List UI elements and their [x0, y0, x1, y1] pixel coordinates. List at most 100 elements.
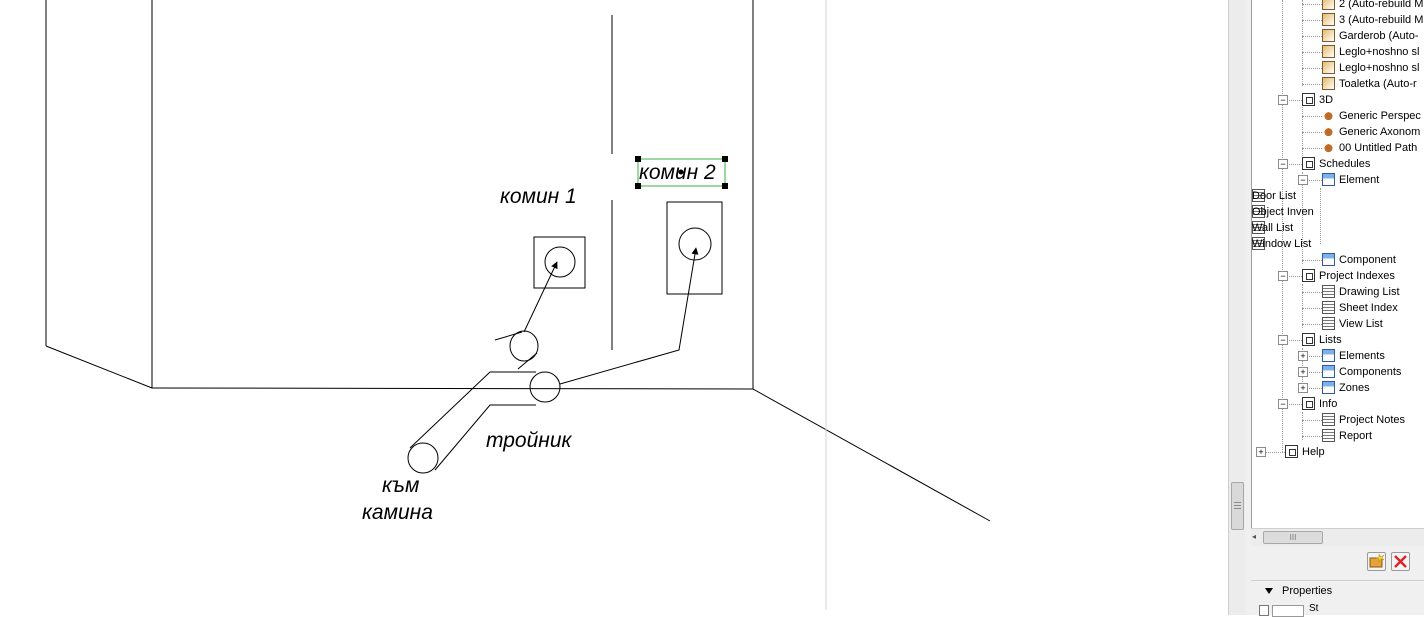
checkbox-icon[interactable]	[1259, 605, 1269, 616]
tree-item[interactable]: Generic Axonom	[1252, 124, 1424, 140]
tree-item-label: Help	[1302, 446, 1325, 458]
chimney-1-box	[533, 236, 586, 289]
tee-branch-upper	[494, 331, 523, 341]
label-komin-1[interactable]: комин 1	[500, 185, 577, 208]
tree-item[interactable]: +Zones	[1252, 380, 1424, 396]
tree-item[interactable]: Leglo+noshno sl	[1252, 44, 1424, 60]
tree-item-label: Report	[1339, 430, 1373, 442]
tree-item[interactable]: Sheet Index	[1252, 300, 1424, 316]
canvas-vertical-scrollbar[interactable]	[1228, 0, 1245, 615]
info-folder-icon	[1302, 397, 1315, 410]
section-view-icon	[1322, 61, 1335, 74]
selection-handle	[635, 156, 641, 162]
horizontal-scroll-thumb[interactable]: III	[1263, 531, 1323, 544]
expand-icon[interactable]: +	[1298, 383, 1308, 393]
collapse-icon[interactable]: −	[1278, 95, 1288, 105]
list-grid-icon	[1252, 237, 1265, 250]
floor-left-diagonal	[45, 345, 153, 389]
project-indexes-icon	[1302, 269, 1315, 282]
tree-item-label: Door List	[1252, 190, 1297, 202]
schedules-icon	[1302, 157, 1315, 170]
tree-item-label: Drawing List	[1339, 286, 1400, 298]
section-view-icon	[1322, 45, 1335, 58]
navigator-panel: 2 (Auto-rebuild M 3 (Auto-rebuild M Garder…	[1245, 0, 1424, 617]
tree-item[interactable]: Window List	[1252, 236, 1424, 252]
sheet-index-icon	[1322, 301, 1335, 314]
collapse-icon[interactable]: −	[1278, 335, 1288, 345]
tree-item[interactable]: Generic Perspec	[1252, 108, 1424, 124]
floor-right-diagonal	[752, 388, 991, 522]
tree-item[interactable]: Report	[1252, 428, 1424, 444]
section-view-icon	[1322, 0, 1335, 10]
expand-icon[interactable]: +	[1256, 447, 1266, 457]
scroll-left-arrow-icon[interactable]: ◂	[1252, 532, 1257, 541]
tee-branch-end	[509, 330, 539, 362]
selection-handle	[635, 183, 641, 189]
tree-item[interactable]: + Help	[1252, 444, 1424, 460]
tree-item-label: Project Indexes	[1319, 270, 1395, 282]
arrow-to-chimney-1	[523, 261, 558, 333]
label-kam-line1[interactable]: към	[382, 474, 420, 497]
tree-item-label: Wall List	[1252, 222, 1294, 234]
selection-handle	[722, 156, 728, 162]
tree-item-label: Component	[1339, 254, 1396, 266]
tree-item[interactable]: Drawing List	[1252, 284, 1424, 300]
tree-item[interactable]: −Lists	[1252, 332, 1424, 348]
tree-item-label: Leglo+noshno sl	[1339, 62, 1420, 74]
tree-item[interactable]: −Info	[1252, 396, 1424, 412]
drawing-list-icon	[1322, 285, 1335, 298]
folder-3d-icon	[1302, 93, 1315, 106]
navigator-tree[interactable]: 2 (Auto-rebuild M 3 (Auto-rebuild M Garder…	[1251, 0, 1424, 528]
label-kam-line2[interactable]: камина	[362, 501, 433, 524]
expand-icon[interactable]: +	[1298, 351, 1308, 361]
tee-pipe-upper-edge	[409, 371, 536, 449]
collapse-icon[interactable]: −	[1278, 399, 1288, 409]
delete-button[interactable]	[1391, 552, 1410, 571]
tree-item[interactable]: Garderob (Auto-	[1252, 28, 1424, 44]
tree-item-label: Sheet Index	[1339, 302, 1398, 314]
tree-item-label: 3 (Auto-rebuild M	[1339, 14, 1424, 26]
new-item-button[interactable]	[1367, 552, 1386, 571]
tree-item[interactable]: − Project Indexes	[1252, 268, 1424, 284]
collapse-icon[interactable]: −	[1298, 175, 1308, 185]
properties-header[interactable]: Properties	[1251, 580, 1424, 601]
tree-item[interactable]: +Elements	[1252, 348, 1424, 364]
tree-item[interactable]: −3D	[1252, 92, 1424, 108]
tree-item-label: View List	[1339, 318, 1383, 330]
tree-item[interactable]: Leglo+noshno sl	[1252, 60, 1424, 76]
tree-item[interactable]: Wall List	[1252, 220, 1424, 236]
elements-list-icon	[1322, 349, 1335, 362]
label-komin-2[interactable]: комин 2	[639, 161, 716, 184]
tree-item[interactable]: Component	[1252, 252, 1424, 268]
tree-item[interactable]: View List	[1252, 316, 1424, 332]
list-grid-icon	[1252, 205, 1265, 218]
lists-icon	[1302, 333, 1315, 346]
collapse-triangle-icon[interactable]	[1265, 588, 1273, 594]
drawing-canvas[interactable]: комин 1 комин 2 тройник към камина	[0, 0, 1228, 615]
vertical-scroll-thumb[interactable]	[1231, 482, 1244, 530]
tree-item-label: Leglo+noshno sl	[1339, 46, 1420, 58]
expand-icon[interactable]: +	[1298, 367, 1308, 377]
tree-item[interactable]: Project Notes	[1252, 412, 1424, 428]
selection-handle	[722, 183, 728, 189]
tree-item[interactable]: 3 (Auto-rebuild M	[1252, 12, 1424, 28]
tree-item[interactable]: +Components	[1252, 364, 1424, 380]
properties-field[interactable]: St	[1259, 603, 1424, 617]
chimney-2-box	[666, 201, 723, 295]
tree-item[interactable]: −Element	[1252, 172, 1424, 188]
tee-pipe-lower-edge	[434, 404, 536, 471]
tree-item-label: Generic Perspec	[1339, 110, 1421, 122]
tree-item[interactable]: Object Inven	[1252, 204, 1424, 220]
navigator-horizontal-scrollbar[interactable]: ◂ III	[1251, 528, 1424, 546]
collapse-icon[interactable]: −	[1278, 271, 1288, 281]
section-view-icon	[1322, 77, 1335, 90]
collapse-icon[interactable]: −	[1278, 159, 1288, 169]
tree-item[interactable]: 2 (Auto-rebuild M	[1252, 0, 1424, 12]
tree-item[interactable]: Toaletka (Auto-r	[1252, 76, 1424, 92]
tree-item[interactable]: Door List	[1252, 188, 1424, 204]
tree-item-label: Project Notes	[1339, 414, 1406, 426]
tree-item[interactable]: −Schedules	[1252, 156, 1424, 172]
tree-item[interactable]: 00 Untitled Path	[1252, 140, 1424, 156]
tree-item-label: Object Inven	[1252, 206, 1314, 218]
label-troinik[interactable]: тройник	[486, 429, 572, 452]
